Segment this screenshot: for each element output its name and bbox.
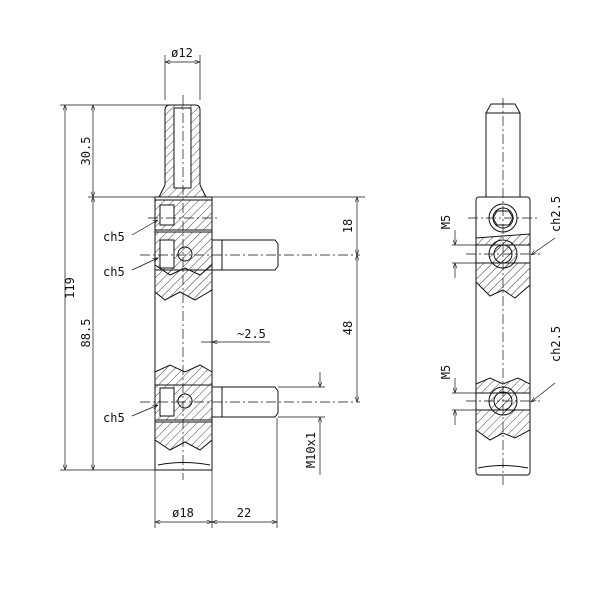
leader-line	[131, 258, 158, 271]
dim-bolt-length: 22	[237, 506, 251, 520]
body-outline	[154, 196, 213, 471]
callout-ch2.5-1: ch2.5	[549, 196, 563, 232]
dim-bolt-spacing: 48	[341, 321, 355, 335]
dim-top-to-bolt: 18	[341, 219, 355, 233]
lower-bottom-section	[154, 421, 213, 451]
pin-bore	[173, 107, 192, 189]
upper-bolt	[212, 239, 279, 271]
set-screw-1	[159, 204, 175, 226]
leader-line	[131, 220, 158, 236]
front-view: 119 30.5 88.5 ø12 18 48 ~2.5 M10x1 ø18 2…	[60, 46, 365, 528]
set-screw-2	[159, 239, 175, 269]
dim-body-diameter: ø18	[172, 506, 194, 520]
upper-break-section	[154, 269, 213, 301]
upper-ball	[177, 246, 193, 262]
callout-ch5-1: ch5	[103, 230, 125, 244]
callout-ch2.5-2: ch2.5	[549, 326, 563, 362]
dim-gap: ~2.5	[237, 327, 266, 341]
leader-line	[131, 404, 158, 417]
lower-break-section	[154, 364, 213, 386]
side-view: M5 M5 ch2.5 ch2.5	[439, 98, 563, 485]
callout-ch5-2: ch5	[103, 265, 125, 279]
side-thread-label-1: M5	[439, 215, 453, 229]
dim-body-length: 88.5	[79, 319, 93, 348]
callout-ch5-3: ch5	[103, 411, 125, 425]
dim-pin-length: 30.5	[79, 137, 93, 166]
leader-line	[531, 382, 556, 402]
lower-bolt	[212, 386, 279, 418]
dim-pin-diameter: ø12	[171, 46, 193, 60]
side-thread-label-2: M5	[439, 365, 453, 379]
leader-line	[531, 237, 556, 255]
lower-ball	[177, 393, 193, 409]
dim-overall-length: 119	[63, 277, 77, 299]
dim-thread: M10x1	[304, 432, 318, 468]
bottom-chamfer	[157, 462, 211, 466]
